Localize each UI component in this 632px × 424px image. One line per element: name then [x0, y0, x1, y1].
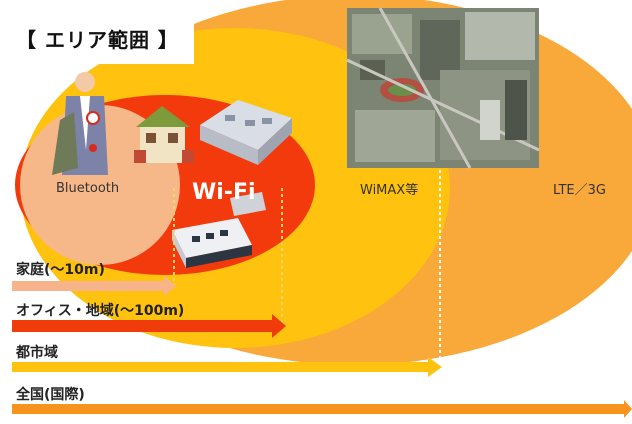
- office-floor-illustration: [200, 100, 292, 165]
- businessman-illustration: [52, 72, 108, 175]
- arrow-city: [12, 357, 442, 377]
- arrow-home: [12, 276, 176, 296]
- lte-label: LTE／3G: [553, 183, 606, 198]
- arrow-office: [12, 314, 286, 338]
- range-label-office: オフィス・地域(～100m): [16, 303, 185, 319]
- range-label-nation: 全国(国際): [16, 387, 85, 403]
- diagram-title: 【 エリア範囲 】: [16, 28, 179, 52]
- range-label-home: 家庭(～10m): [16, 262, 105, 278]
- title-background: [4, 14, 194, 64]
- bluetooth-label: Bluetooth: [56, 181, 120, 196]
- wimax-label: WiMAX等: [360, 183, 419, 198]
- city-aerial-photo: [346, 7, 540, 169]
- train-illustration: [172, 192, 266, 268]
- arrow-nation: [12, 400, 632, 418]
- range-label-city: 都市域: [16, 345, 58, 361]
- house-illustration: [134, 106, 194, 163]
- wifi-label: Wi-Fi: [192, 180, 256, 205]
